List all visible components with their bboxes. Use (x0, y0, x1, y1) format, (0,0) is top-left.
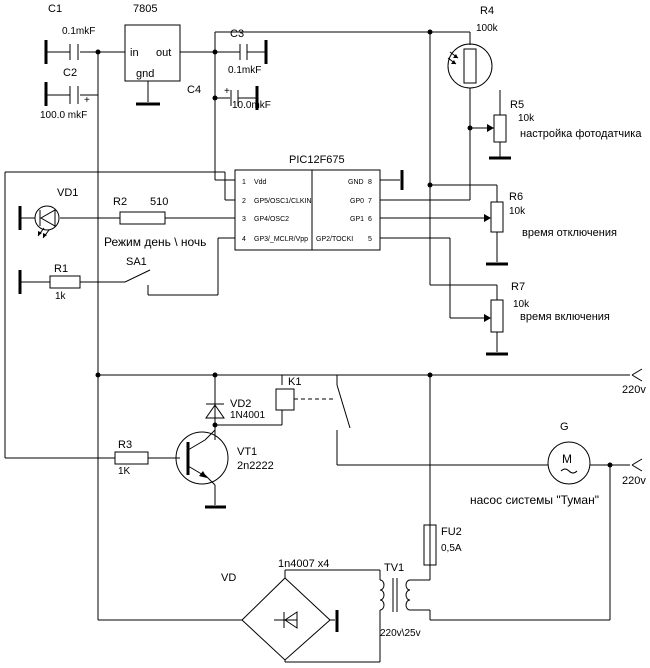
c2-ref: C2 (63, 67, 77, 79)
vd2-ref: VD2 (230, 398, 251, 410)
potentiometer-r7: R7 10k время включения (484, 281, 610, 356)
ac1-label: 220v (622, 384, 646, 396)
vt1-value: 2n2222 (237, 460, 274, 472)
resistor-r3: R3 1K (114, 439, 149, 477)
ac-terminal-bottom: 220v (622, 458, 646, 487)
transistor-vt1: VT1 2n2222 (175, 431, 274, 509)
r7-ref: R7 (511, 281, 525, 293)
potentiometer-r5: R5 10k настройка фотодатчика (487, 99, 642, 160)
ac2-label: 220v (622, 475, 646, 487)
mcu-pin3-num: 3 (242, 216, 246, 223)
c1-ref: C1 (48, 3, 62, 15)
mcu-pin1-name: Vdd (254, 179, 267, 186)
r3-value: 1K (118, 466, 131, 477)
r6-note: время отключения (522, 227, 617, 239)
junctions (95, 29, 613, 468)
resistor-r2: R2 510 (113, 196, 168, 225)
diode-bridge-vd: 1n4007 x4 VD (221, 558, 339, 661)
c4-ref: C4 (187, 84, 201, 96)
k1-ref: K1 (288, 376, 301, 388)
wires (4, 31, 630, 663)
c3-ref: C3 (230, 28, 244, 40)
potentiometer-r6: R6 10k время отключения (484, 191, 617, 266)
r1-ref: R1 (54, 263, 68, 275)
led-vd1: VD1 (18, 187, 78, 239)
mcu-pin4-num: 4 (242, 236, 246, 243)
mcu-pin5-name: GP2/TOCKI (316, 236, 353, 243)
mcu-pin3-name: GP4/OSC2 (254, 216, 289, 223)
tv1-value: 220v\25v (380, 628, 421, 639)
r4-value: 100k (476, 23, 499, 34)
microcontroller-pic12f675: PIC12F675 1 Vdd 2 GP5/OSC1/CLKIN 3 GP4/O… (234, 154, 404, 251)
c3-value: 0.1mkF (228, 65, 261, 76)
vd1-ref: VD1 (57, 187, 78, 199)
regulator-7805: 7805 in out gnd (124, 3, 181, 106)
r3-ref: R3 (118, 439, 132, 451)
mcu-pin1-num: 1 (242, 179, 246, 186)
c2-value: 100.0 mkF (40, 110, 87, 121)
tv1-ref: TV1 (384, 562, 404, 574)
switch-sa1: SA1 (124, 256, 151, 295)
mcu-pin7-name: GP0 (350, 198, 364, 205)
photoresistor-r4: R4 100k (447, 5, 499, 89)
r4-ref: R4 (480, 5, 494, 17)
r2-value: 510 (150, 196, 168, 208)
motor-g: G M насос системы "Туман" (470, 421, 599, 507)
diode-vd2: VD2 1N4001 (205, 398, 265, 421)
vd-value: 1n4007 x4 (278, 558, 329, 570)
resistor-r1: R1 1k (18, 263, 81, 302)
mcu-pin4-name: GP3/_MCLR/Vpp (254, 236, 308, 243)
capacitor-c4: C4 10.0mkF + (187, 84, 271, 111)
mcu-pin8-name: GND (348, 179, 364, 186)
fu2-value: 0,5A (441, 543, 462, 554)
mcu-pin7-num: 7 (368, 198, 372, 205)
ac-terminal-top: 220v (622, 368, 646, 396)
g-ref: G (560, 421, 569, 433)
sa1-ref: SA1 (126, 256, 147, 268)
reg-pin-gnd: gnd (136, 68, 154, 80)
mcu-pin6-name: GP1 (350, 216, 364, 223)
reg-pin-out: out (156, 47, 171, 59)
reg-pin-in: in (130, 47, 139, 59)
capacitor-c1: C1 0.1mkF (44, 3, 95, 64)
mcu-pin5-num: 5 (368, 236, 372, 243)
fu2-ref: FU2 (441, 526, 462, 538)
r2-ref: R2 (113, 196, 127, 208)
mcu-pin6-num: 6 (368, 216, 372, 223)
g-note: насос системы "Туман" (470, 493, 599, 507)
mcu-pin2-num: 2 (242, 198, 246, 205)
svg-text:+: + (84, 95, 90, 106)
r6-ref: R6 (509, 191, 523, 203)
mcu-ref: PIC12F675 (289, 154, 345, 166)
c4-value: 10.0mkF (232, 100, 271, 111)
reg-ref: 7805 (133, 3, 157, 15)
vd-ref: VD (221, 572, 236, 584)
capacitor-c3: C3 0.1mkF (228, 28, 268, 76)
r7-value: 10k (513, 299, 530, 310)
r7-note: время включения (520, 311, 610, 323)
transformer-tv1: TV1 220v\25v (379, 562, 421, 639)
vt1-ref: VT1 (237, 446, 257, 458)
c1-value: 0.1mkF (62, 26, 95, 37)
mode-label: Режим день \ ночь (104, 235, 206, 249)
vd2-value: 1N4001 (230, 410, 265, 421)
g-symbol: M (562, 452, 572, 466)
r6-value: 10k (509, 206, 526, 217)
fuse-fu2: FU2 0,5A (423, 524, 462, 566)
capacitor-c2: C2 100.0 mkF + (40, 67, 90, 121)
svg-text:+: + (224, 86, 230, 97)
mcu-pin8-num: 8 (368, 179, 372, 186)
r5-ref: R5 (510, 99, 524, 111)
r1-value: 1k (55, 291, 67, 302)
mcu-pin2-name: GP5/OSC1/CLKIN (254, 198, 312, 205)
r5-value: 10k (518, 113, 535, 124)
r5-note: настройка фотодатчика (520, 128, 642, 140)
relay-k1: K1 (275, 376, 351, 429)
